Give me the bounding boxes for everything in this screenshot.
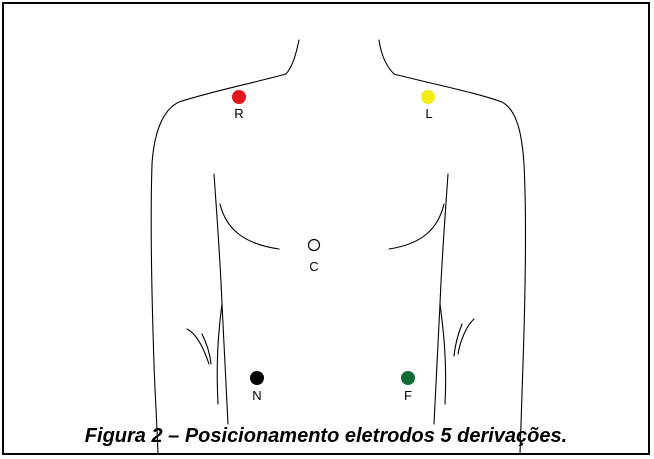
electrode-label-r: R: [234, 107, 243, 120]
electrode-c-dot: [309, 240, 320, 251]
electrode-n-dot: [250, 371, 264, 385]
electrode-l-dot: [421, 90, 435, 104]
electrode-label-l: L: [425, 107, 432, 120]
electrode-r-dot: [232, 90, 246, 104]
electrode-label-f: F: [404, 389, 412, 402]
electrode-label-c: C: [309, 260, 318, 273]
figure-frame: R L C N F Figura 2 – Posicionamento elet…: [2, 2, 650, 455]
figure-caption: Figura 2 – Posicionamento eletrodos 5 de…: [4, 425, 648, 448]
electrode-label-n: N: [252, 389, 261, 402]
torso-outline: [4, 4, 650, 455]
electrode-f-dot: [401, 371, 415, 385]
